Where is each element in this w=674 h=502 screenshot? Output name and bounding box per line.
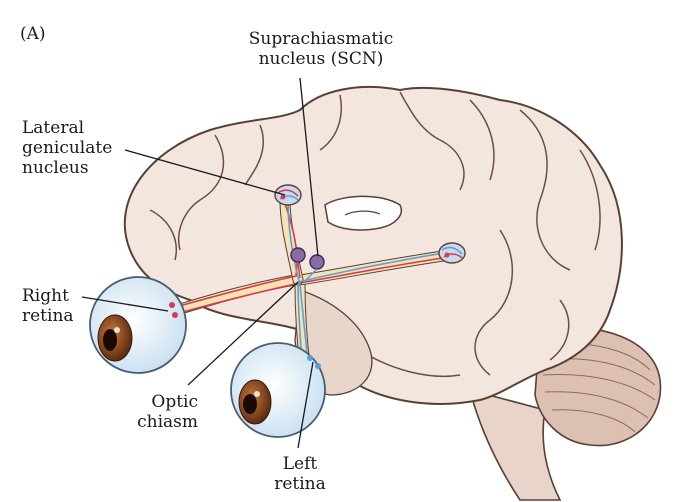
label-right-retina: Right retina <box>22 286 74 326</box>
leader-right-retina <box>81 296 169 312</box>
lgn-right <box>438 242 466 264</box>
label-lgn-line1: Lateral <box>22 118 85 138</box>
scn-nuclei <box>290 247 325 283</box>
label-right-retina-line1: Right <box>22 286 69 306</box>
label-left-retina-line2: retina <box>274 474 326 494</box>
brain-hemisphere <box>123 85 623 405</box>
ventricle <box>324 195 402 231</box>
label-scn-line1: Suprachiasmatic <box>248 29 394 49</box>
label-optic-chiasm-line2: chiasm <box>137 412 198 432</box>
label-lgn-line3: nucleus <box>22 158 89 178</box>
label-optic-chiasm: Optic chiasm <box>118 392 198 432</box>
leader-lgn <box>124 149 286 196</box>
label-lgn: Lateral geniculate nucleus <box>22 118 112 178</box>
brainstem <box>468 388 562 501</box>
label-scn: Suprachiasmatic nucleus (SCN) <box>236 29 406 69</box>
label-left-retina: Left retina <box>260 454 340 494</box>
right-eye <box>89 276 187 374</box>
leader-optic-chiasm <box>187 281 299 386</box>
brain-sulci <box>149 91 601 378</box>
leader-scn <box>299 77 319 257</box>
label-lgn-line2: geniculate <box>22 138 113 158</box>
leader-left-retina <box>297 361 314 449</box>
label-optic-chiasm-line1: Optic <box>151 392 198 412</box>
label-left-retina-line1: Left <box>282 454 318 474</box>
left-eye <box>230 342 326 438</box>
lgn-left <box>274 184 302 206</box>
label-scn-line2: nucleus (SCN) <box>258 49 384 69</box>
leader-lines <box>81 77 319 449</box>
panel-label: (A) <box>20 24 46 44</box>
label-right-retina-line2: retina <box>22 306 74 326</box>
